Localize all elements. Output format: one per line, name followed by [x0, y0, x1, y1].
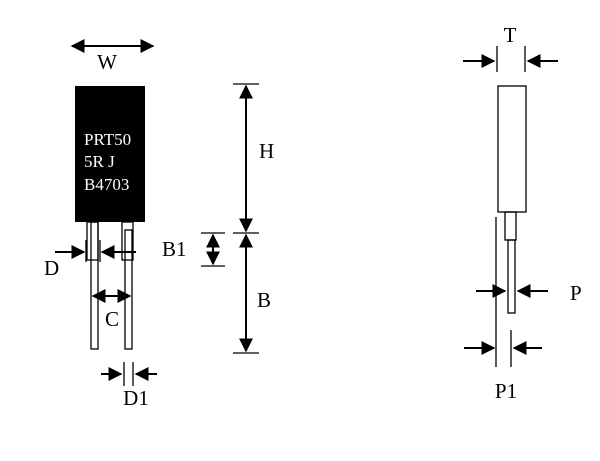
- side-lead-stub: [504, 211, 517, 241]
- b1-label: B1: [162, 237, 187, 261]
- side-lead: [507, 239, 516, 314]
- resistor-body: [75, 86, 145, 222]
- height-dimensions: H B B1: [162, 83, 274, 354]
- c-label: C: [105, 307, 119, 331]
- right-lead-stub: [121, 221, 134, 261]
- right-lead: [124, 229, 133, 350]
- w-label: W: [97, 50, 117, 74]
- left-lead: [90, 221, 99, 350]
- front-view: W PRT50 5R J B4703 D C D1: [44, 39, 157, 410]
- body-marking-line-1: PRT50: [84, 130, 131, 149]
- h-label: H: [259, 139, 274, 163]
- d1-label: D1: [123, 386, 149, 410]
- side-view: T P P1: [463, 23, 582, 403]
- left-lead-stub: [86, 221, 99, 261]
- b-label: B: [257, 288, 271, 312]
- body-marking-line-3: B4703: [84, 175, 129, 194]
- side-body: [497, 85, 527, 213]
- d-label: D: [44, 256, 59, 280]
- body-marking-line-2: 5R J: [84, 152, 115, 171]
- p-label: P: [570, 281, 582, 305]
- p1-label: P1: [495, 379, 517, 403]
- t-label: T: [504, 23, 517, 47]
